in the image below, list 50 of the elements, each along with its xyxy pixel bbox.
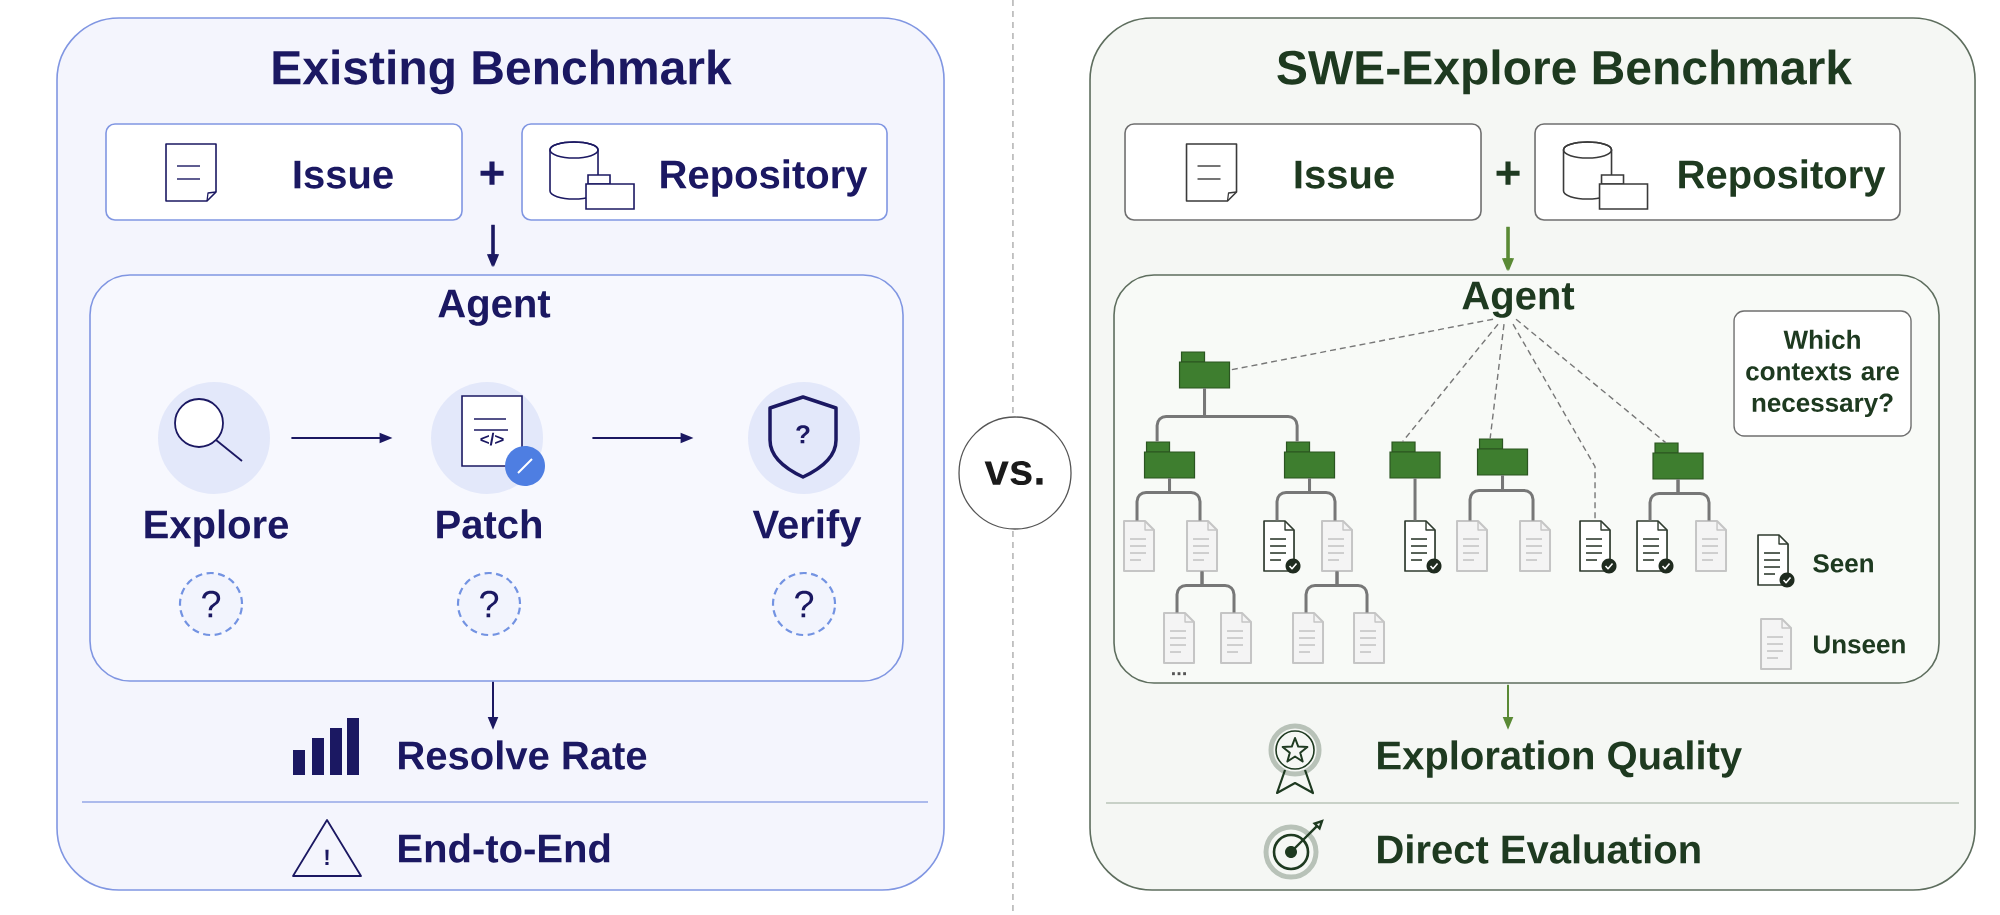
- connector-line: [1501, 475, 1535, 521]
- rounded-box: Issue: [1124, 123, 1482, 221]
- connector-line: [1335, 571, 1369, 613]
- connector-line: [1168, 478, 1202, 521]
- exclamation-mark: !: [325, 849, 329, 865]
- document-icon: [1220, 612, 1252, 664]
- metric-label: Exploration Quality: [1378, 740, 1742, 778]
- checked-document-icon: [1404, 520, 1442, 574]
- folder-icon: [1476, 438, 1529, 476]
- legend-label: Unseen: [1814, 635, 1905, 654]
- dashed-line: [1229, 318, 1494, 371]
- checked-document-icon: [1263, 520, 1301, 574]
- ellipsis: ...: [1172, 672, 1186, 676]
- dashed-line: [1401, 323, 1499, 443]
- document-icon: [1695, 520, 1727, 572]
- connector-line: [1413, 478, 1417, 521]
- dashed-line: [1515, 318, 1667, 444]
- connector-line: [1676, 479, 1711, 521]
- folder-icon: [1652, 442, 1704, 480]
- checked-document-icon: [1579, 520, 1617, 574]
- metric-label: Resolve Rate: [399, 740, 647, 770]
- question-mark: ?: [796, 425, 810, 444]
- connector-line: [1308, 478, 1337, 521]
- document-icon: [1456, 520, 1488, 572]
- dashed-line: [1489, 323, 1505, 440]
- plus-sign: +: [1496, 161, 1520, 185]
- step-label: Verify: [752, 509, 862, 547]
- note-box: Which contexts are necessary?: [1733, 310, 1912, 437]
- document-icon: [1163, 612, 1195, 664]
- checked-document-icon: [1636, 520, 1674, 574]
- folder-icon: [1178, 351, 1231, 389]
- legend-label: Seen: [1813, 554, 1873, 573]
- metric-label: Direct Evaluation: [1378, 834, 1700, 864]
- document-icon: [1292, 612, 1325, 664]
- document-icon: [1353, 612, 1385, 664]
- plus-sign: +: [480, 161, 504, 185]
- document-icon: [1519, 520, 1551, 572]
- code-symbol: </>: [480, 432, 504, 446]
- connector-line: [1203, 388, 1299, 442]
- document-icon: [1321, 520, 1353, 572]
- metric-label: End-to-End: [399, 833, 610, 863]
- step-label: Explore: [145, 509, 288, 547]
- connector-line: [1200, 571, 1236, 613]
- document-icon: [1123, 520, 1155, 572]
- step-label: Patch: [437, 509, 541, 539]
- document-icon: [1186, 520, 1218, 572]
- rounded-box: Issue: [105, 123, 463, 221]
- folder-icon: [1143, 441, 1196, 479]
- folder-icon: [1389, 441, 1441, 479]
- folder-icon: [1283, 441, 1336, 479]
